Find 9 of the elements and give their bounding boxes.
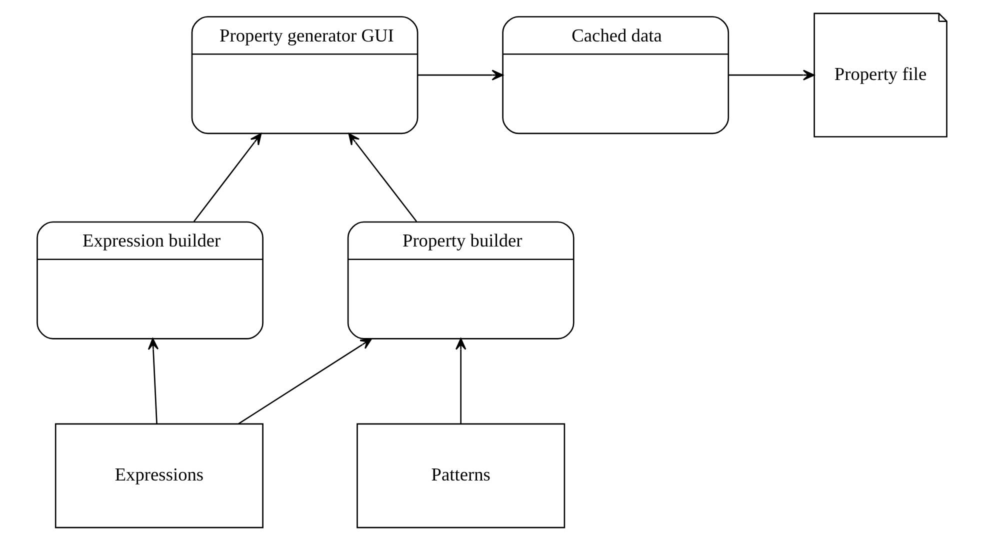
arrow xyxy=(193,133,262,222)
arrow xyxy=(455,338,466,424)
arrow xyxy=(348,133,418,222)
arrow xyxy=(148,338,159,424)
arrow xyxy=(418,70,504,80)
node-box: Patterns xyxy=(356,423,566,528)
node-box: Expressions xyxy=(54,423,264,528)
arrow xyxy=(728,70,815,80)
arrow xyxy=(238,338,372,424)
